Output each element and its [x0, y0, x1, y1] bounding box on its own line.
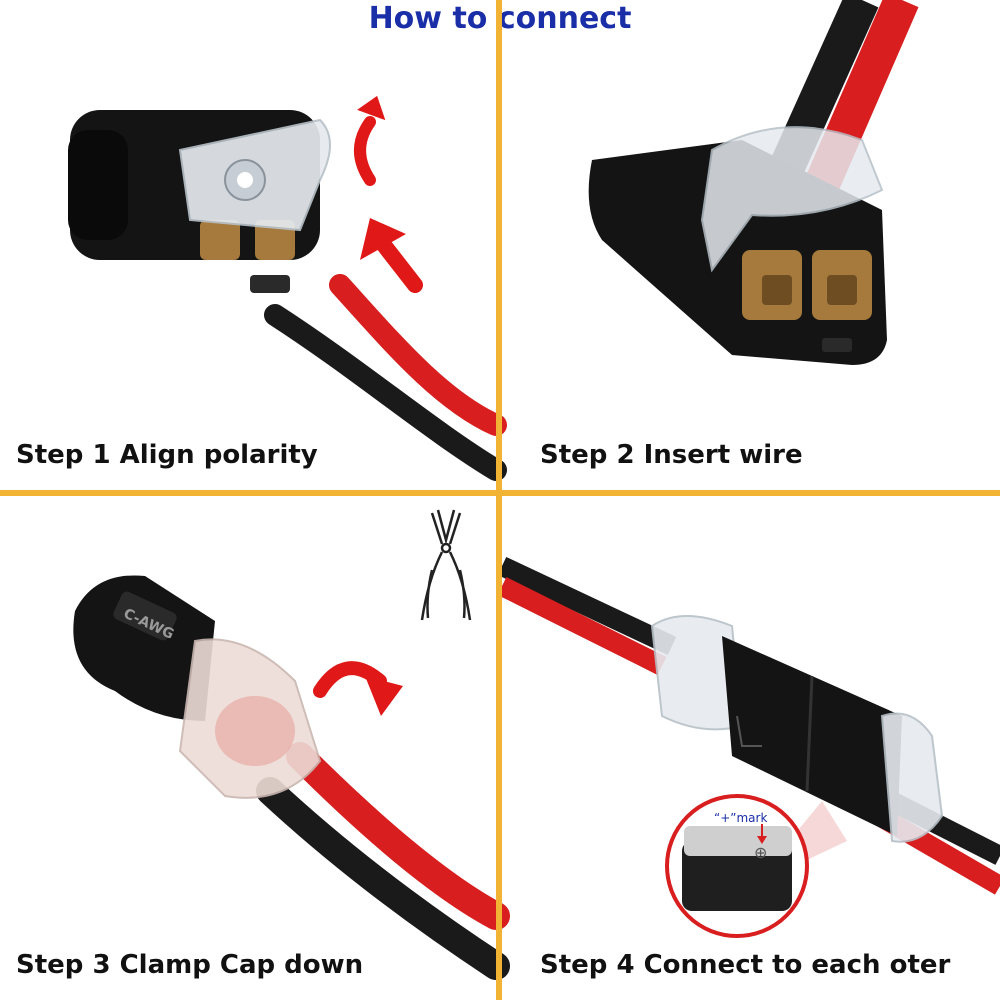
- rotate-arrow-icon: [354, 95, 386, 186]
- step-2-panel: Step 2 Insert wire: [502, 0, 1000, 490]
- clamp-arrow-icon: [313, 661, 403, 716]
- connector: [68, 110, 331, 293]
- wire-red: [329, 274, 507, 436]
- vertical-divider: [496, 0, 502, 1000]
- step-2-caption: Step 2 Insert wire: [540, 440, 803, 470]
- wire-black: [497, 556, 677, 656]
- wire-black: [264, 304, 507, 481]
- step-2-illustration: [588, 0, 919, 365]
- insert-arrow-icon: [360, 218, 423, 293]
- step-1-caption: Step 1 Align polarity: [16, 440, 318, 470]
- connector-pair: [650, 615, 944, 843]
- step-4-panel: “+”mark ⊕ Step 4 Connect to each oter: [497, 496, 1000, 1000]
- plus-mark-label: “+”mark: [714, 811, 767, 825]
- connector: [588, 126, 887, 365]
- wire-black: [256, 777, 510, 980]
- connector: C-AWG: [73, 575, 322, 799]
- plus-mark-symbol: ⊕: [754, 843, 767, 862]
- wire-red: [286, 742, 510, 930]
- horizontal-divider: [0, 490, 1000, 496]
- step-3-panel: C-AWG Step 3 Clamp Cap down: [0, 496, 510, 1000]
- magnifier-inset: “+”mark ⊕: [665, 794, 847, 938]
- step-1-illustration: [68, 95, 507, 481]
- step-4-illustration: “+”mark ⊕: [497, 556, 1000, 938]
- pliers-icon: [420, 509, 472, 621]
- step-3-illustration: C-AWG: [73, 509, 510, 980]
- step-3-caption: Step 3 Clamp Cap down: [16, 950, 364, 980]
- wire-red: [497, 577, 667, 675]
- step-4-caption: Step 4 Connect to each oter: [540, 950, 951, 980]
- step-1-panel: Step 1 Align polarity: [0, 40, 507, 490]
